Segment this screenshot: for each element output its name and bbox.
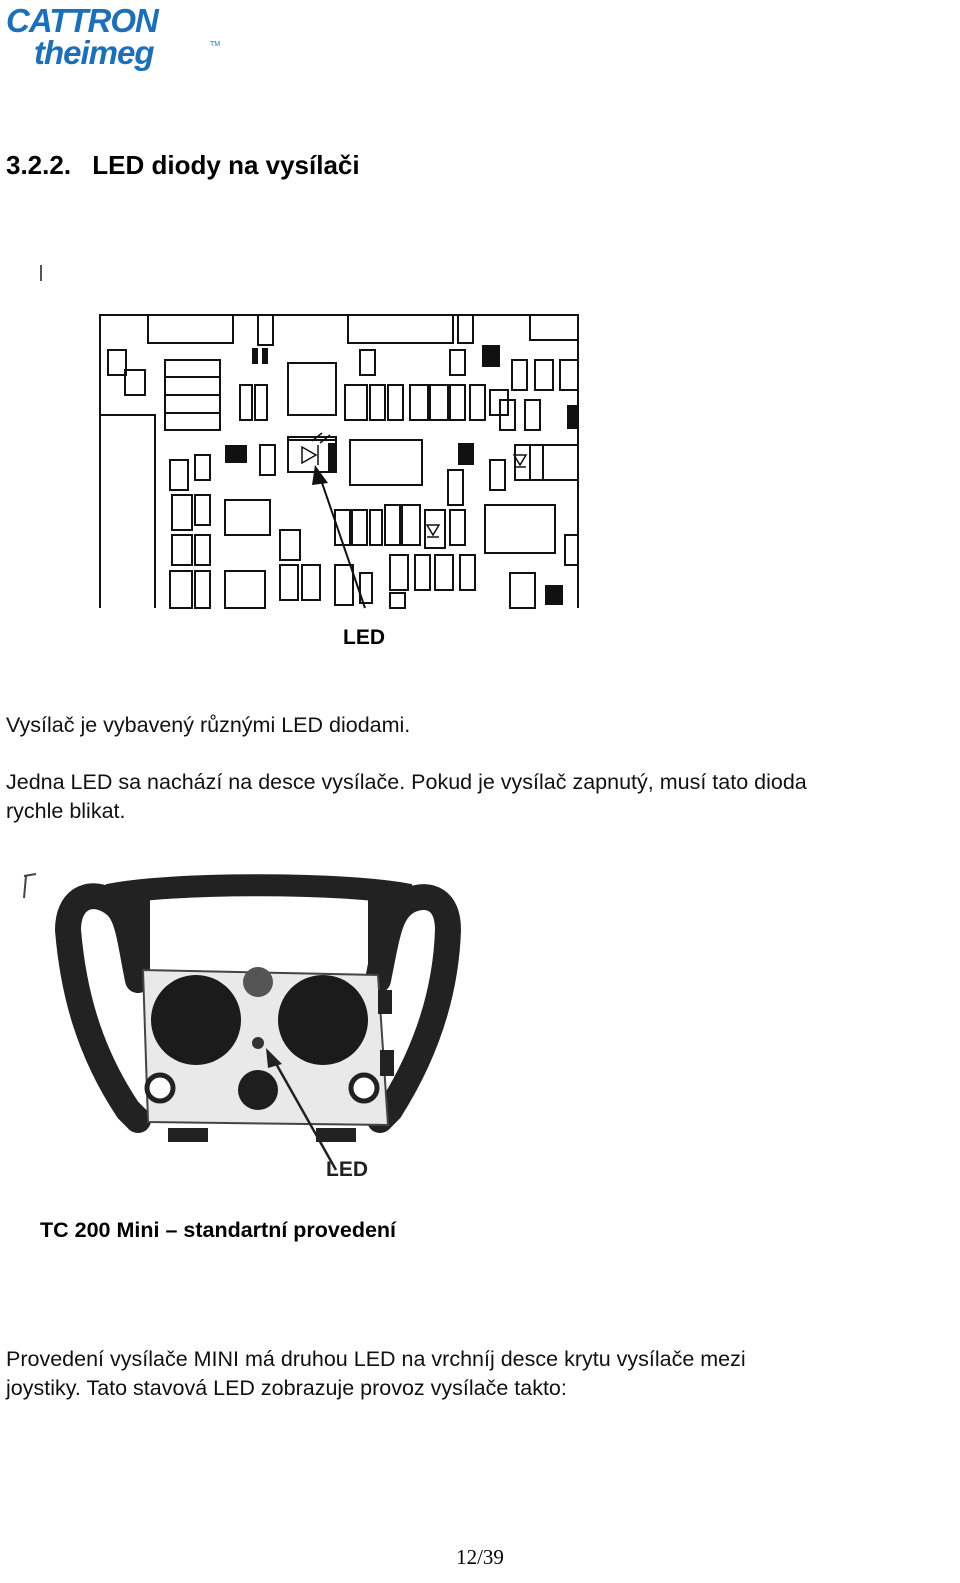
handle-top (105, 874, 413, 906)
button-right (348, 1072, 380, 1104)
transmitter-caption: TC 200 Mini – standartní provedení (40, 1218, 397, 1242)
handle-right (365, 884, 462, 1133)
center-button (238, 1070, 278, 1110)
page-number: 12/39 (456, 1545, 504, 1569)
paragraph-3-line-2: joystiky. Tato stavová LED zobrazuje pro… (6, 1376, 567, 1400)
section-heading: 3.2.2. LED diody na vysílači (6, 150, 360, 181)
section-title: LED diody na vysílači (92, 150, 360, 180)
status-led (252, 1037, 264, 1049)
remote-led-label: LED (326, 1158, 368, 1181)
joystick-left (151, 975, 241, 1065)
pcb-diagram (40, 265, 579, 609)
handle-left (54, 883, 151, 1133)
pcb-led-arrow (312, 465, 366, 609)
paragraph-1: Vysílač je vybavený různými LED diodami. (6, 713, 411, 737)
cattron-theimeg-logo: CATTRON theimeg TM (6, 2, 220, 71)
button-left (144, 1072, 176, 1104)
paragraph-3-line-1: Provedení vysílače MINI má druhou LED na… (6, 1347, 746, 1371)
transmitter-photo: LED (23, 873, 462, 1181)
logo-text-theimeg: theimeg (34, 34, 154, 71)
logo-trademark: TM (210, 41, 220, 48)
paragraph-2-line-2: rychle blikat. (6, 799, 126, 823)
paragraph-2-line-1: Jedna LED sa nachází na desce vysílače. … (6, 770, 807, 794)
logo-text-cattron: CATTRON (6, 2, 160, 39)
stop-button (243, 967, 273, 997)
section-number: 3.2.2. (6, 150, 72, 180)
joystick-right (278, 975, 368, 1065)
remote-led-arrow (266, 1048, 338, 1171)
pcb-led-caption: LED (343, 626, 385, 649)
